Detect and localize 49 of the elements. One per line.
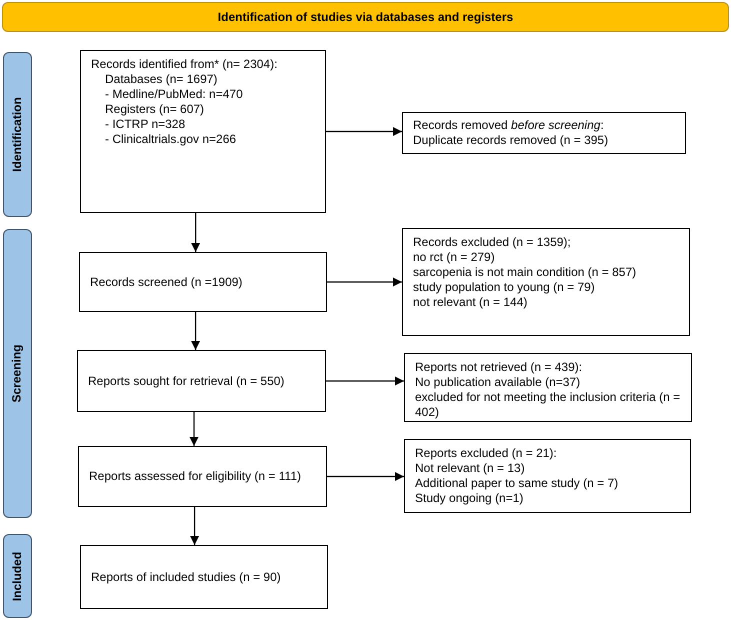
arrow bbox=[191, 213, 200, 252]
box-text: Additional paper to same study (n = 7) bbox=[415, 476, 620, 491]
section-header-bar bbox=[2, 2, 729, 32]
box-text: Records excluded (n = 1359); bbox=[413, 235, 572, 250]
process-box bbox=[402, 112, 686, 154]
box-text: Databases (n= 1697) bbox=[104, 72, 218, 87]
box-text: sarcopenia is not main condition (n = 857) bbox=[413, 265, 638, 280]
box-text: Reports sought for retrieval (n = 550) bbox=[88, 374, 286, 388]
process-box bbox=[77, 350, 326, 412]
box-text: - Clinicaltrials.gov n=266 bbox=[104, 132, 238, 147]
box-text: Registers (n= 607) bbox=[104, 102, 206, 117]
box-text: Duplicate records removed (n = 395) bbox=[413, 133, 610, 148]
phase-label: Included bbox=[10, 551, 25, 601]
process-box bbox=[404, 353, 692, 422]
box-text: Reports not retrieved (n = 439): bbox=[415, 360, 584, 375]
process-box bbox=[78, 446, 327, 507]
process-box bbox=[80, 50, 326, 213]
box-text: Reports excluded (n = 21): bbox=[415, 446, 558, 461]
box-text: Records screened (n =1909) bbox=[90, 274, 244, 290]
box-text: Reports of included studies (n = 90) bbox=[91, 570, 282, 584]
phase-label: Identification bbox=[10, 97, 25, 172]
box-text: Study ongoing (n=1) bbox=[415, 491, 524, 506]
arrow bbox=[326, 376, 404, 386]
box-text: Records identified from* (n= 2304): bbox=[91, 57, 278, 72]
header-text: Identification of studies via databases and registers bbox=[218, 10, 514, 24]
box-text: excluded for not meeting the inclusion criteria (n = 402) bbox=[415, 390, 682, 420]
box-text: - Medline/PubMed: n=470 bbox=[104, 87, 244, 102]
box-text: Records removed before screening: bbox=[413, 118, 605, 133]
arrow bbox=[327, 278, 402, 286]
process-box bbox=[402, 228, 690, 336]
box-text: not relevant (n = 144) bbox=[413, 295, 528, 310]
box-text: study population to young (n = 79) bbox=[413, 280, 596, 295]
phase-label: Screening bbox=[10, 344, 25, 403]
phase-label-band bbox=[3, 534, 32, 618]
arrow bbox=[326, 127, 402, 136]
process-box bbox=[79, 252, 327, 312]
phase-label-band bbox=[3, 229, 32, 518]
process-box bbox=[404, 439, 691, 513]
box-text: no rct (n = 279) bbox=[413, 250, 496, 265]
box-text: Reports assessed for eligibility (n = 111) bbox=[89, 469, 302, 484]
arrow bbox=[190, 412, 199, 446]
arrow bbox=[327, 472, 404, 481]
arrow bbox=[190, 507, 200, 545]
box-text: Not relevant (n = 13) bbox=[415, 461, 526, 476]
process-box bbox=[80, 545, 328, 609]
box-text: - ICTRP n=328 bbox=[104, 117, 186, 132]
phase-label-band bbox=[3, 52, 32, 217]
box-text: No publication available (n=37) bbox=[415, 375, 582, 390]
arrow bbox=[191, 312, 200, 350]
